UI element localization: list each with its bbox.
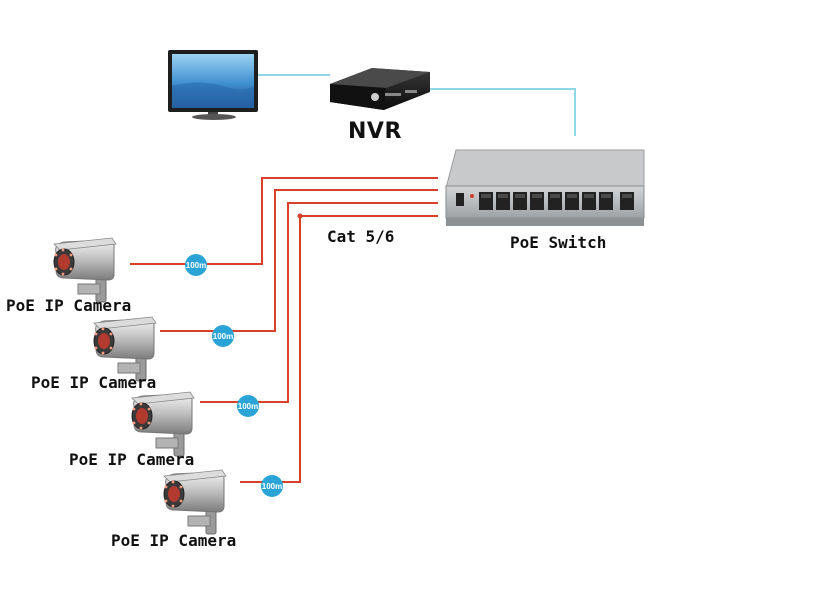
cable-junction-dot — [297, 213, 303, 219]
camera-label-3: PoE IP Camera — [69, 450, 195, 469]
distance-badge-4: 100m — [261, 475, 283, 497]
distance-badge-3: 100m — [237, 395, 259, 417]
video-links — [258, 74, 576, 136]
cable-camera-3 — [200, 202, 438, 403]
ip-camera-icon — [163, 469, 227, 535]
distance-badge-2: 100m — [212, 325, 234, 347]
svg-text:100m: 100m — [213, 332, 233, 341]
camera-label-1: PoE IP Camera — [6, 296, 132, 315]
monitor-icon — [168, 50, 258, 120]
ip-camera-icon — [93, 316, 157, 382]
ip-camera-icon — [131, 391, 195, 457]
camera-label-4: PoE IP Camera — [111, 531, 237, 550]
svg-text:100m: 100m — [262, 482, 282, 491]
camera-label-2: PoE IP Camera — [31, 373, 157, 392]
poe-switch-icon — [445, 149, 645, 226]
svg-text:100m: 100m — [186, 261, 206, 270]
distance-badges: 100m 100m 100m 100m — [185, 254, 283, 497]
nvr-label: NVR — [348, 119, 402, 144]
ip-camera-icon — [53, 237, 117, 303]
nvr-switch-link — [430, 88, 576, 136]
switch-label: PoE Switch — [510, 233, 607, 252]
nvr-icon — [330, 68, 430, 110]
cable-camera-4 — [240, 215, 438, 483]
svg-text:100m: 100m — [238, 402, 258, 411]
cable-label: Cat 5/6 — [327, 227, 395, 246]
distance-badge-1: 100m — [185, 254, 207, 276]
